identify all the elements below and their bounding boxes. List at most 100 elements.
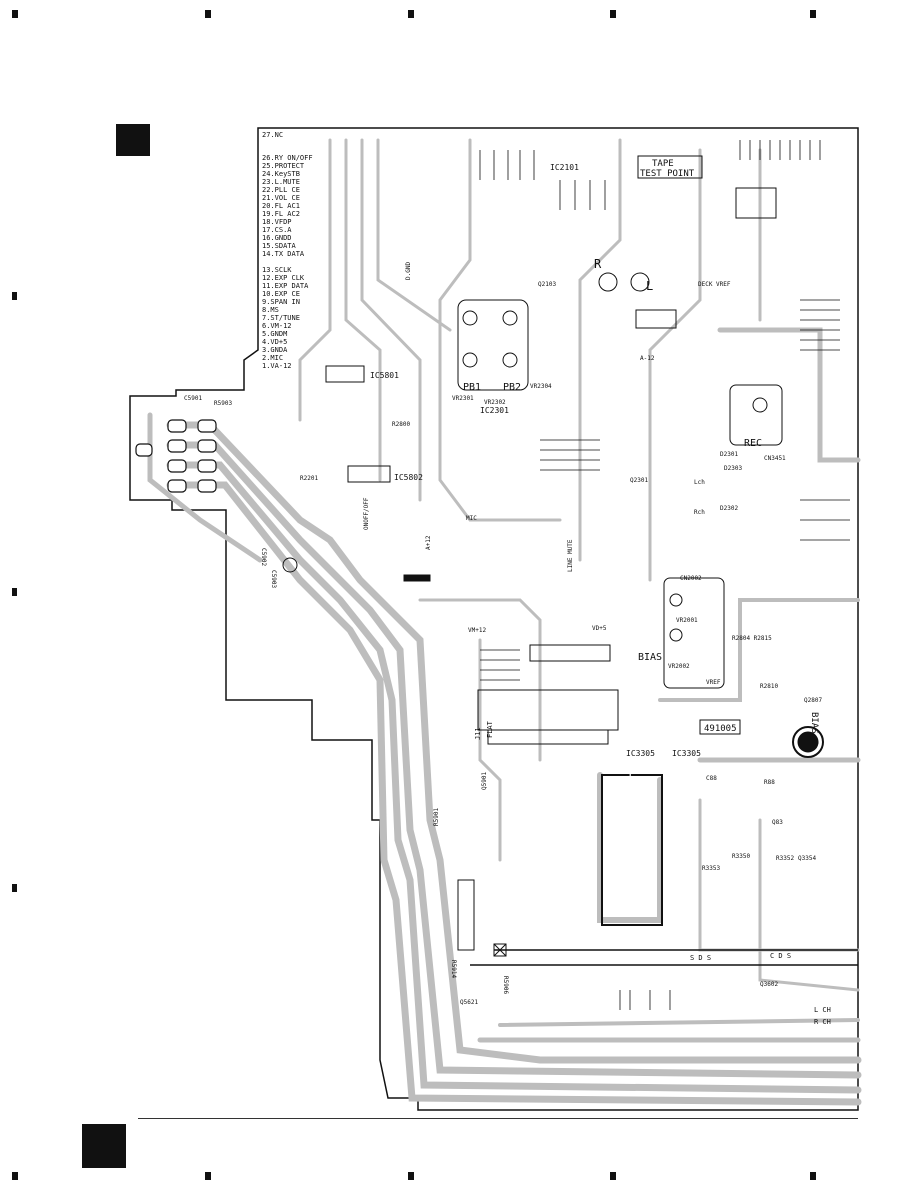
- flat-label: FLAT: [486, 720, 494, 738]
- q2201-block: [735, 187, 777, 219]
- pin-label: 12.EXP CLK: [262, 274, 305, 282]
- ic5802-body: [347, 465, 391, 483]
- pb1-pad: [462, 352, 478, 368]
- rch-label: Rch: [694, 509, 705, 516]
- r2810-label: R2810: [760, 683, 778, 690]
- sds-label: S D S: [690, 954, 711, 962]
- tape-test-point-box: [637, 155, 703, 179]
- j11-label: J11: [474, 727, 482, 740]
- bias-label: BIAS: [638, 652, 662, 663]
- test-point-l: [630, 272, 650, 292]
- connector-block: [477, 689, 619, 731]
- ma12-label: A-12: [640, 355, 655, 362]
- pin-label: 13.SCLK: [262, 266, 292, 274]
- bias-block: [663, 577, 725, 689]
- pin-label: 17.CS.A: [262, 226, 292, 234]
- registration-mark-bottom-5: [810, 1172, 816, 1180]
- registration-mark-bottom-2: [205, 1172, 211, 1180]
- vr2002-pad: [669, 628, 683, 642]
- connector-pads: [135, 419, 217, 493]
- registration-mark-top-3: [408, 10, 414, 18]
- rec-label: REC: [744, 438, 762, 449]
- cn2002-label: CN2002: [680, 575, 702, 582]
- letter-l-label: L: [646, 279, 653, 293]
- r5903-label: R5903: [214, 400, 232, 407]
- side-mark-1: [12, 292, 17, 300]
- pin-label: 11.EXP DATA: [262, 282, 309, 290]
- components: [282, 155, 858, 966]
- pin-label: 14.TX DATA: [262, 250, 305, 258]
- r3350-label: R3350: [732, 853, 750, 860]
- connector-pad: [197, 479, 217, 493]
- vr2001-label: VR2001: [676, 617, 698, 624]
- pin-label: 21.VOL CE: [262, 194, 300, 202]
- letter-r-label: R: [594, 257, 602, 271]
- svg-text:+: +: [626, 902, 634, 918]
- pin-label: 19.FL AC2: [262, 210, 300, 218]
- pin-label: 9.SPAN IN: [262, 298, 300, 306]
- pb2-label: PB2: [503, 382, 521, 393]
- part-number-label: 491005: [704, 724, 737, 734]
- ic3305-label-2: IC3305: [672, 749, 701, 758]
- c5902-label: C5902: [260, 548, 267, 566]
- vr2001-pad: [669, 593, 683, 607]
- vm12-label: VM+12: [468, 627, 486, 634]
- connector-pad: [135, 443, 153, 457]
- pin-label: 7.ST/TUNE: [262, 314, 300, 322]
- pb2-pad-top: [502, 310, 518, 326]
- ic5802-label: IC5802: [394, 473, 423, 482]
- pin-label: 8.MS: [262, 306, 279, 314]
- ic2301-label: IC2301: [480, 406, 509, 415]
- registration-mark-bottom-3: [408, 1172, 414, 1180]
- power-traces: [147, 138, 862, 1106]
- r-ch-label: R CH: [814, 1018, 831, 1026]
- bias-c-label: BIAS C: [809, 712, 819, 745]
- pin-label: 22.PLL CE: [262, 186, 300, 194]
- ic3305-heatsink: [601, 774, 663, 926]
- vr2002-label: VR2002: [668, 663, 690, 670]
- q2301-label: Q2301: [630, 477, 648, 484]
- ic2101-body: [635, 309, 677, 329]
- vr2304-label: VR2304: [530, 383, 552, 390]
- pin-label: 4.VD+5: [262, 338, 287, 346]
- ic5801-body: [325, 365, 365, 383]
- q83-label: Q83: [772, 819, 783, 826]
- svg-text:+: +: [626, 800, 634, 816]
- q2103-label: Q2103: [538, 281, 556, 288]
- pb-block: [457, 299, 529, 391]
- r2800-label: R2800: [392, 421, 410, 428]
- cds-label: C D S: [770, 952, 791, 960]
- pin-label: 6.VM-12: [262, 322, 292, 330]
- connector-pad: [167, 479, 187, 493]
- bias-trimmer: [792, 726, 824, 758]
- pin-label: 3.GNDA: [262, 346, 288, 354]
- q2807-label: Q2807: [804, 697, 822, 704]
- connector-pad: [197, 419, 217, 433]
- connector-pad: [167, 459, 187, 473]
- registration-mark-bottom-4: [610, 1172, 616, 1180]
- pin-label: 1.VA-12: [262, 362, 292, 370]
- line-mute-label: LINE MUTE: [567, 539, 574, 572]
- q5901-label: Q5901: [481, 772, 488, 790]
- pin-label: 18.VFDP: [262, 218, 292, 226]
- r2201-label: R2201: [300, 475, 318, 482]
- registration-mark-bottom-1: [12, 1172, 18, 1180]
- r5906-label: R5906: [502, 976, 509, 994]
- pb2-pad: [502, 352, 518, 368]
- ic5801-label: IC5801: [370, 371, 399, 380]
- registration-mark-top-1: [12, 10, 18, 18]
- pin-label: 25.PROTECT: [262, 162, 305, 170]
- connector-pad: [167, 439, 187, 453]
- r3353-label: R3353: [702, 865, 720, 872]
- d2302-label: D2302: [720, 505, 738, 512]
- deck-vref-label: DECK VREF: [698, 281, 731, 288]
- q3602-label: Q3602: [760, 981, 778, 988]
- pin-label: 20.FL AC1: [262, 202, 300, 210]
- heatsink-plus-marks: + + + + +: [626, 766, 634, 918]
- pin-label: 10.EXP CE: [262, 290, 300, 298]
- d2303-label: D2303: [724, 465, 742, 472]
- vd5-label: VD+5: [592, 625, 607, 632]
- pb1-pad-top: [462, 310, 478, 326]
- l-ch-label: L CH: [814, 1006, 831, 1014]
- q3354-label: Q3354: [798, 855, 816, 862]
